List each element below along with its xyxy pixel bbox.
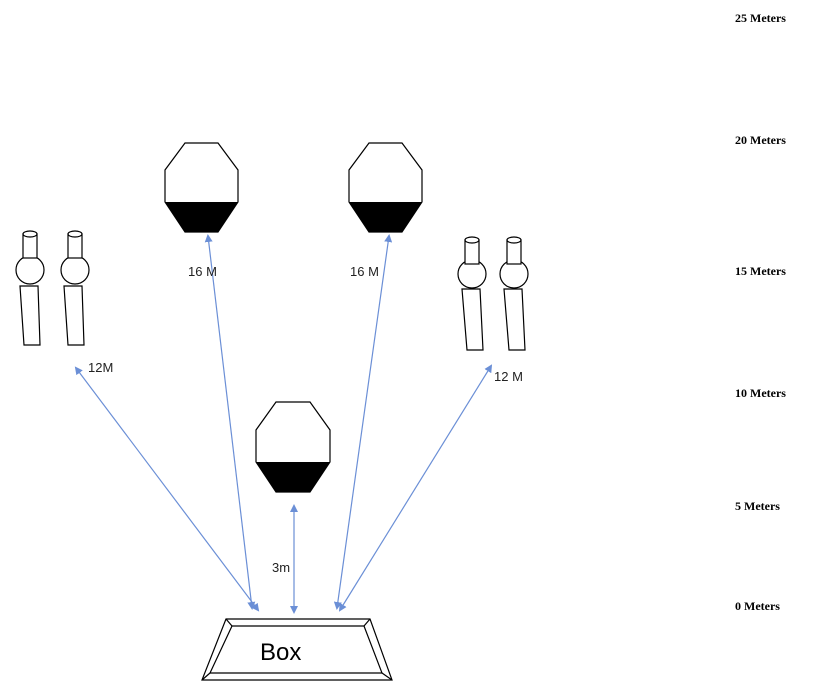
- scale-label-25m: 25 Meters: [735, 11, 786, 25]
- popper-target-right-2: [499, 236, 529, 351]
- popper-target-left-2: [60, 230, 90, 346]
- arrow-right-steel: [333, 234, 393, 610]
- scale-label-10m: 10 Meters: [735, 386, 786, 400]
- steel-target-left: [164, 142, 239, 233]
- steel-target-center: [255, 401, 331, 493]
- arrow-left-steel: [204, 234, 256, 610]
- distance-label-left-poppers: 12M: [88, 360, 113, 375]
- distance-label-center-steel: 3m: [272, 560, 290, 575]
- arrow-left-poppers: [74, 366, 260, 612]
- steel-target-right: [348, 142, 423, 233]
- arrow-right-poppers: [338, 364, 493, 612]
- scale-label-15m: 15 Meters: [735, 264, 786, 278]
- scale-label-20m: 20 Meters: [735, 133, 786, 147]
- popper-target-right-1: [457, 236, 487, 351]
- distance-label-right-steel: 16 M: [350, 264, 379, 279]
- distance-label-left-steel: 16 M: [188, 264, 217, 279]
- distance-label-right-poppers: 12 M: [494, 369, 523, 384]
- box-label: Box: [260, 639, 301, 666]
- shooting-box: [201, 618, 393, 681]
- scale-label-5m: 5 Meters: [735, 499, 780, 513]
- popper-target-left-1: [15, 230, 45, 346]
- scale-label-0m: 0 Meters: [735, 599, 780, 613]
